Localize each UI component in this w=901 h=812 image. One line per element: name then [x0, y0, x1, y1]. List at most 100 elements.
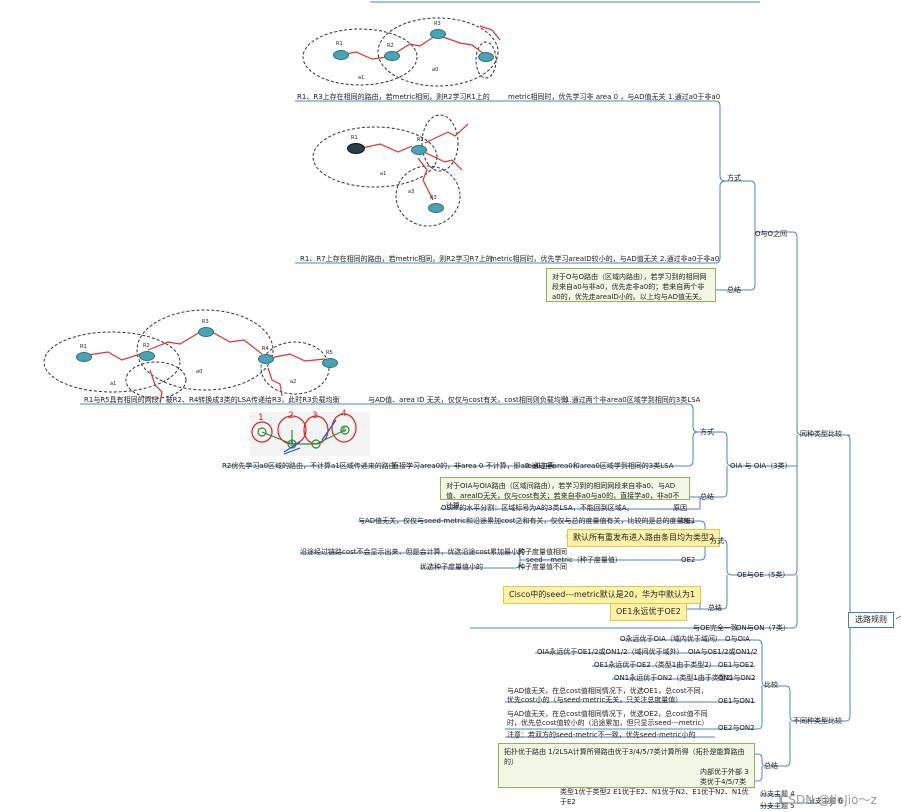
oia-item1-desc: 与AD值、area ID 无关，仅仅与cost有关，cost相同则负载均衡	[368, 396, 568, 404]
o-o-item1-note: R1、R3上存在相同的路由，若metric相同，则R2学习R1上的	[297, 93, 490, 101]
same-type[interactable]: 同种类型比较	[800, 430, 842, 438]
branch-topic[interactable]: 分支主题 5	[760, 802, 795, 810]
topology-diagram-3	[43, 309, 330, 403]
compare-row-key[interactable]: O与OIA	[725, 635, 750, 643]
diagram-label-r3: R3	[434, 21, 441, 27]
branch-topic[interactable]: 分支主题 6	[808, 797, 843, 805]
router-icon	[430, 29, 446, 39]
hand-number: 6	[342, 426, 347, 434]
diagram-label-a3: a3	[408, 189, 415, 195]
oia-item1-note: R1与R5具有相同的网段，被R2、R4转换成3类的LSA传递给R3，此时R3负载…	[84, 396, 340, 404]
o-o-item2-note: R1、R7上存在相同的路由，若metric相同，则R2学习R7上的	[300, 255, 493, 263]
seed-diff[interactable]: 种子度量值不同	[518, 563, 567, 571]
router-icon	[347, 143, 365, 154]
o-o-title[interactable]: O与O之间	[755, 230, 788, 238]
on-desc: 与OE完全一致	[693, 624, 738, 632]
oe-title[interactable]: OE与OE（5类）	[737, 571, 790, 579]
o-o-item1-desc: metric相同时，优先学习非 area 0 ，与AD值无关	[508, 93, 666, 101]
oia-summary-note: 对于OIA与OIA路由（区域间路由），若学习到的相同网段来自非a0、与AD值、a…	[440, 477, 690, 510]
hand-number: 5	[290, 440, 295, 448]
oia-reason-desc: OSPF的水平分割：区域标号为A的3类LSA，不能回到区域A。	[441, 504, 634, 512]
oe1[interactable]: OE1	[681, 517, 696, 525]
router-icon	[478, 52, 494, 62]
compare-row-value: O永远优于OIA（域内优于域间）	[620, 635, 722, 643]
compare-summary-note: 拓扑优于路由 1/2LSA计算所得路由优于3/4/5/7类计算所得（拓扑是能算路…	[498, 743, 755, 806]
compare-row-key[interactable]: OE1与ON1	[718, 697, 755, 705]
oia-item2-note: R2优先学习a0区域的路由，不计算a1区域传递来的路由	[222, 462, 396, 470]
seed-same[interactable]: 种子度量值相同	[518, 548, 567, 556]
router-icon	[384, 51, 400, 61]
oia-method[interactable]: 方式	[700, 428, 714, 436]
router-icon	[322, 358, 338, 368]
diagram-label-r1: R1	[80, 344, 87, 350]
o-o-item1[interactable]: 1.通过a0于非a0	[668, 93, 721, 101]
oia-title[interactable]: OIA 与 OIA（3类）	[730, 462, 792, 470]
router-icon	[428, 203, 444, 213]
oia-item2-desc: 直接学习area0的，非area 0 不计算，即area0加表	[392, 462, 555, 470]
root-node[interactable]: 选路规则	[848, 612, 894, 628]
router-icon	[139, 351, 155, 361]
compare-row-key[interactable]: OE2与ON2	[718, 724, 755, 732]
oe-summary[interactable]: 总结	[708, 604, 722, 612]
branch-topic[interactable]: 分支主题 4	[760, 790, 795, 798]
summary-line: 内部优于外部 3类优于4/5/7类	[700, 768, 749, 786]
diagram-label-r1: R1	[351, 135, 358, 141]
handdrawn-sketch	[250, 412, 370, 456]
summary-line: 类型1优于类型2 E1优于E2、N1优于N2、E1优于N2、N1优于E2	[560, 788, 749, 806]
oe2[interactable]: OE2	[681, 556, 696, 564]
diagram-label-r1: R1	[336, 41, 343, 47]
compare-row-key[interactable]: ON1与ON2	[718, 674, 756, 682]
diagram-label-r2: R2	[387, 43, 394, 49]
topology-diagram-2	[312, 114, 469, 227]
o-o-summary-note: 对于O与O路由（区域内路由），若学习到的相同网段来自a0与非a0，优先走非a0的…	[546, 268, 716, 302]
o-o-item2-desc: metric相同时，优先学习areaID较小的，与AD值无关	[490, 255, 658, 263]
seed-metric[interactable]: seed---metric（种子度量值）	[526, 556, 622, 564]
oia-summary[interactable]: 总结	[700, 493, 714, 501]
compare-row-value: 与AD值无关，在总cost值相同情况下，优选OE1，总cost不同，优先cost…	[507, 687, 708, 704]
oe2-highlight: 默认所有重发布进入路由条目均为类型2	[567, 529, 721, 547]
oe-method[interactable]: 方式	[710, 537, 724, 545]
oia-item2[interactable]: 2.通过非area0和area0区域学到相同的3类LSA	[525, 462, 674, 470]
diff-type[interactable]: 不同种类型比较	[793, 717, 842, 725]
o-o-method[interactable]: 方式	[727, 174, 741, 182]
router-icon	[258, 354, 274, 364]
compare-row-value: ON1永远优于ON2（类型1由于类型2）	[614, 674, 738, 682]
compare-row-key[interactable]: OIA与OE1/2或ON1/2	[688, 648, 758, 656]
on-title[interactable]: ON与ON（7类）	[736, 624, 790, 632]
compare-title[interactable]: 比较	[764, 681, 778, 689]
topology-diagram-1	[302, 17, 501, 87]
hand-number: 1	[258, 413, 264, 423]
router-icon	[198, 327, 214, 337]
seed-same-desc: 沿途经过链路cost不会显示出来，但是会计算，优选沿途cost累加最小的	[300, 548, 526, 556]
diagram-label-a2: a2	[290, 379, 297, 385]
seed-diff-desc: 优选种子度量值小的	[420, 563, 483, 571]
compare-row-key[interactable]: OE1与OE2	[718, 661, 754, 669]
oia-reason[interactable]: 原因	[673, 504, 687, 512]
diagram-label-r3: R3	[430, 195, 437, 201]
diagram-label-a1: a1	[380, 171, 387, 177]
diagram-label-a0: a0	[196, 369, 203, 375]
diagram-label-r2: R2	[143, 343, 150, 349]
watermark: CSDN @JioJio～z	[780, 793, 877, 807]
cisco-highlight: Cisco中的seed---metric默认是20，华为中默认为1	[503, 586, 702, 604]
summary-line: 拓扑优于路由 1/2LSA计算所得路由优于3/4/5/7类计算所得（拓扑是能算路…	[504, 748, 745, 766]
diagram-label-r2: R2	[417, 137, 424, 143]
o-o-item2[interactable]: 2.通过非a0于非a0	[660, 255, 720, 263]
hand-number: 3	[312, 411, 318, 421]
diagram-label-a1: a1	[358, 75, 365, 81]
compare-summary[interactable]: 总结	[764, 762, 778, 770]
compare-row-value: 与AD值无关，在总cost值相同情况下，优选OE2，总cost值不同时，优先总c…	[507, 710, 709, 727]
diagram-label-r3: R3	[202, 319, 209, 325]
oia-item1[interactable]: 1.通过两个非area0区域学到相同的3类LSA	[565, 396, 701, 404]
hand-number: 4	[341, 409, 347, 419]
router-icon	[333, 50, 349, 60]
oe-summary-highlight: OE1永远优于OE2	[610, 603, 687, 621]
router-icon	[411, 145, 427, 155]
diagram-label-a1: a1	[110, 381, 117, 387]
oe1-desc: 与AD值无关，仅仅与seed-metric和沿途累加cost之和有关，仅仅与总的…	[358, 517, 698, 525]
o-o-summary[interactable]: 总结	[727, 286, 741, 294]
compare-attention: 注意：若双方的seed-metric不一致，优先seed-metric小的	[507, 731, 696, 739]
compare-row-value: OIA永远优于OE1/2或ON1/2（域间优于域外）	[537, 648, 684, 656]
diagram-label-r4: R4	[262, 346, 269, 352]
